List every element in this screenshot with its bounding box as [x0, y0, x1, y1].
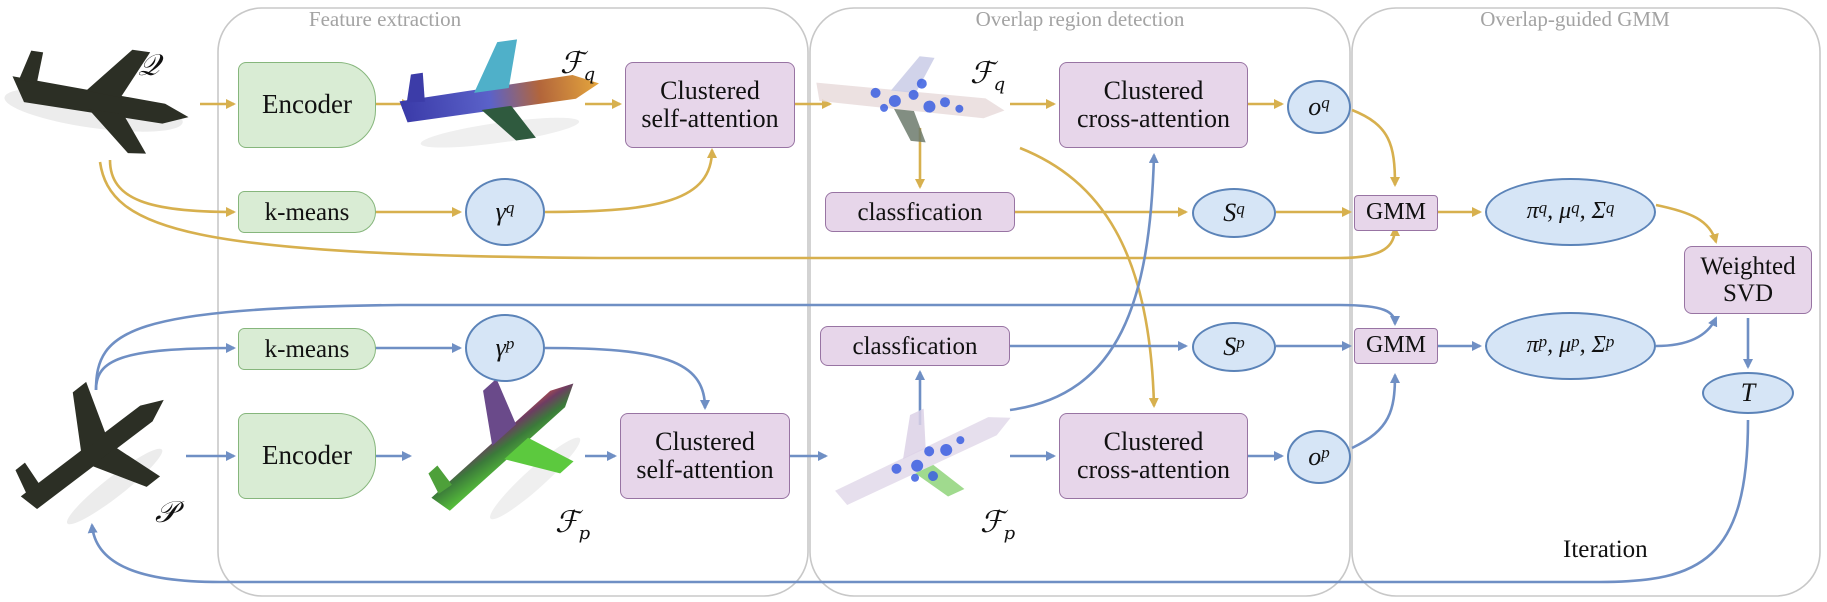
arrow-fp-ccatop	[1009, 153, 1159, 412]
arrow-iteration-loop	[87, 419, 1750, 584]
section-frame-gmm	[1351, 7, 1821, 597]
feature-cloud-fq	[399, 39, 599, 148]
feature-cloud-fp	[428, 378, 581, 520]
blue-arrows	[87, 153, 1753, 584]
classification-bottom: classfication	[820, 326, 1010, 366]
arrow-q-gmm	[98, 161, 1400, 260]
kmeans-bottom: k-means	[238, 328, 376, 370]
classification-top: classfication	[825, 192, 1015, 232]
gmm-top: GMM	[1354, 195, 1438, 231]
feature-label-fp-2: ℱp	[980, 505, 1016, 544]
section-title-overlap-gmm: Overlap-guided GMM	[1480, 7, 1670, 31]
section-frame-feature	[217, 7, 809, 597]
arrow-paramsp-wsvd	[1655, 316, 1718, 348]
feature-label-fq-1: ℱq	[560, 46, 596, 85]
overlap-cloud-q	[816, 56, 1005, 143]
gmm-bottom: GMM	[1354, 328, 1438, 364]
airplane-p-input	[15, 381, 164, 525]
arrow-oq-gmm	[1351, 108, 1400, 187]
arrow-p-kmeans	[94, 343, 236, 391]
arrow-p-gmm	[94, 303, 1400, 391]
arrow-paramsq-wsvd	[1655, 203, 1719, 244]
section-title-feature-extraction: Feature extraction	[308, 7, 462, 31]
arrow-gammaq-csa	[544, 148, 717, 214]
encoder-top: Encoder	[238, 62, 376, 148]
transform-t-node: T	[1702, 372, 1794, 414]
arrow-fq-ccabottom	[1019, 146, 1159, 408]
kmeans-top: k-means	[238, 191, 376, 233]
input-label-q: 𝒬	[138, 48, 160, 83]
arrow-gammap-csa	[544, 346, 710, 410]
encoder-bottom: Encoder	[238, 413, 376, 499]
airplane-q-input	[4, 49, 189, 154]
section-frame-overlap	[809, 7, 1351, 597]
arrow-q-kmeans	[108, 159, 236, 217]
input-label-p: 𝒫	[155, 495, 177, 530]
iteration-label: Iteration	[1563, 536, 1648, 563]
section-title-overlap-detection: Overlap region detection	[975, 7, 1185, 31]
arrow-op-gmm	[1351, 373, 1400, 450]
overlap-cloud-p	[835, 408, 1011, 505]
feature-label-fq-2: ℱq	[970, 56, 1006, 95]
feature-label-fp-1: ℱp	[555, 505, 591, 544]
